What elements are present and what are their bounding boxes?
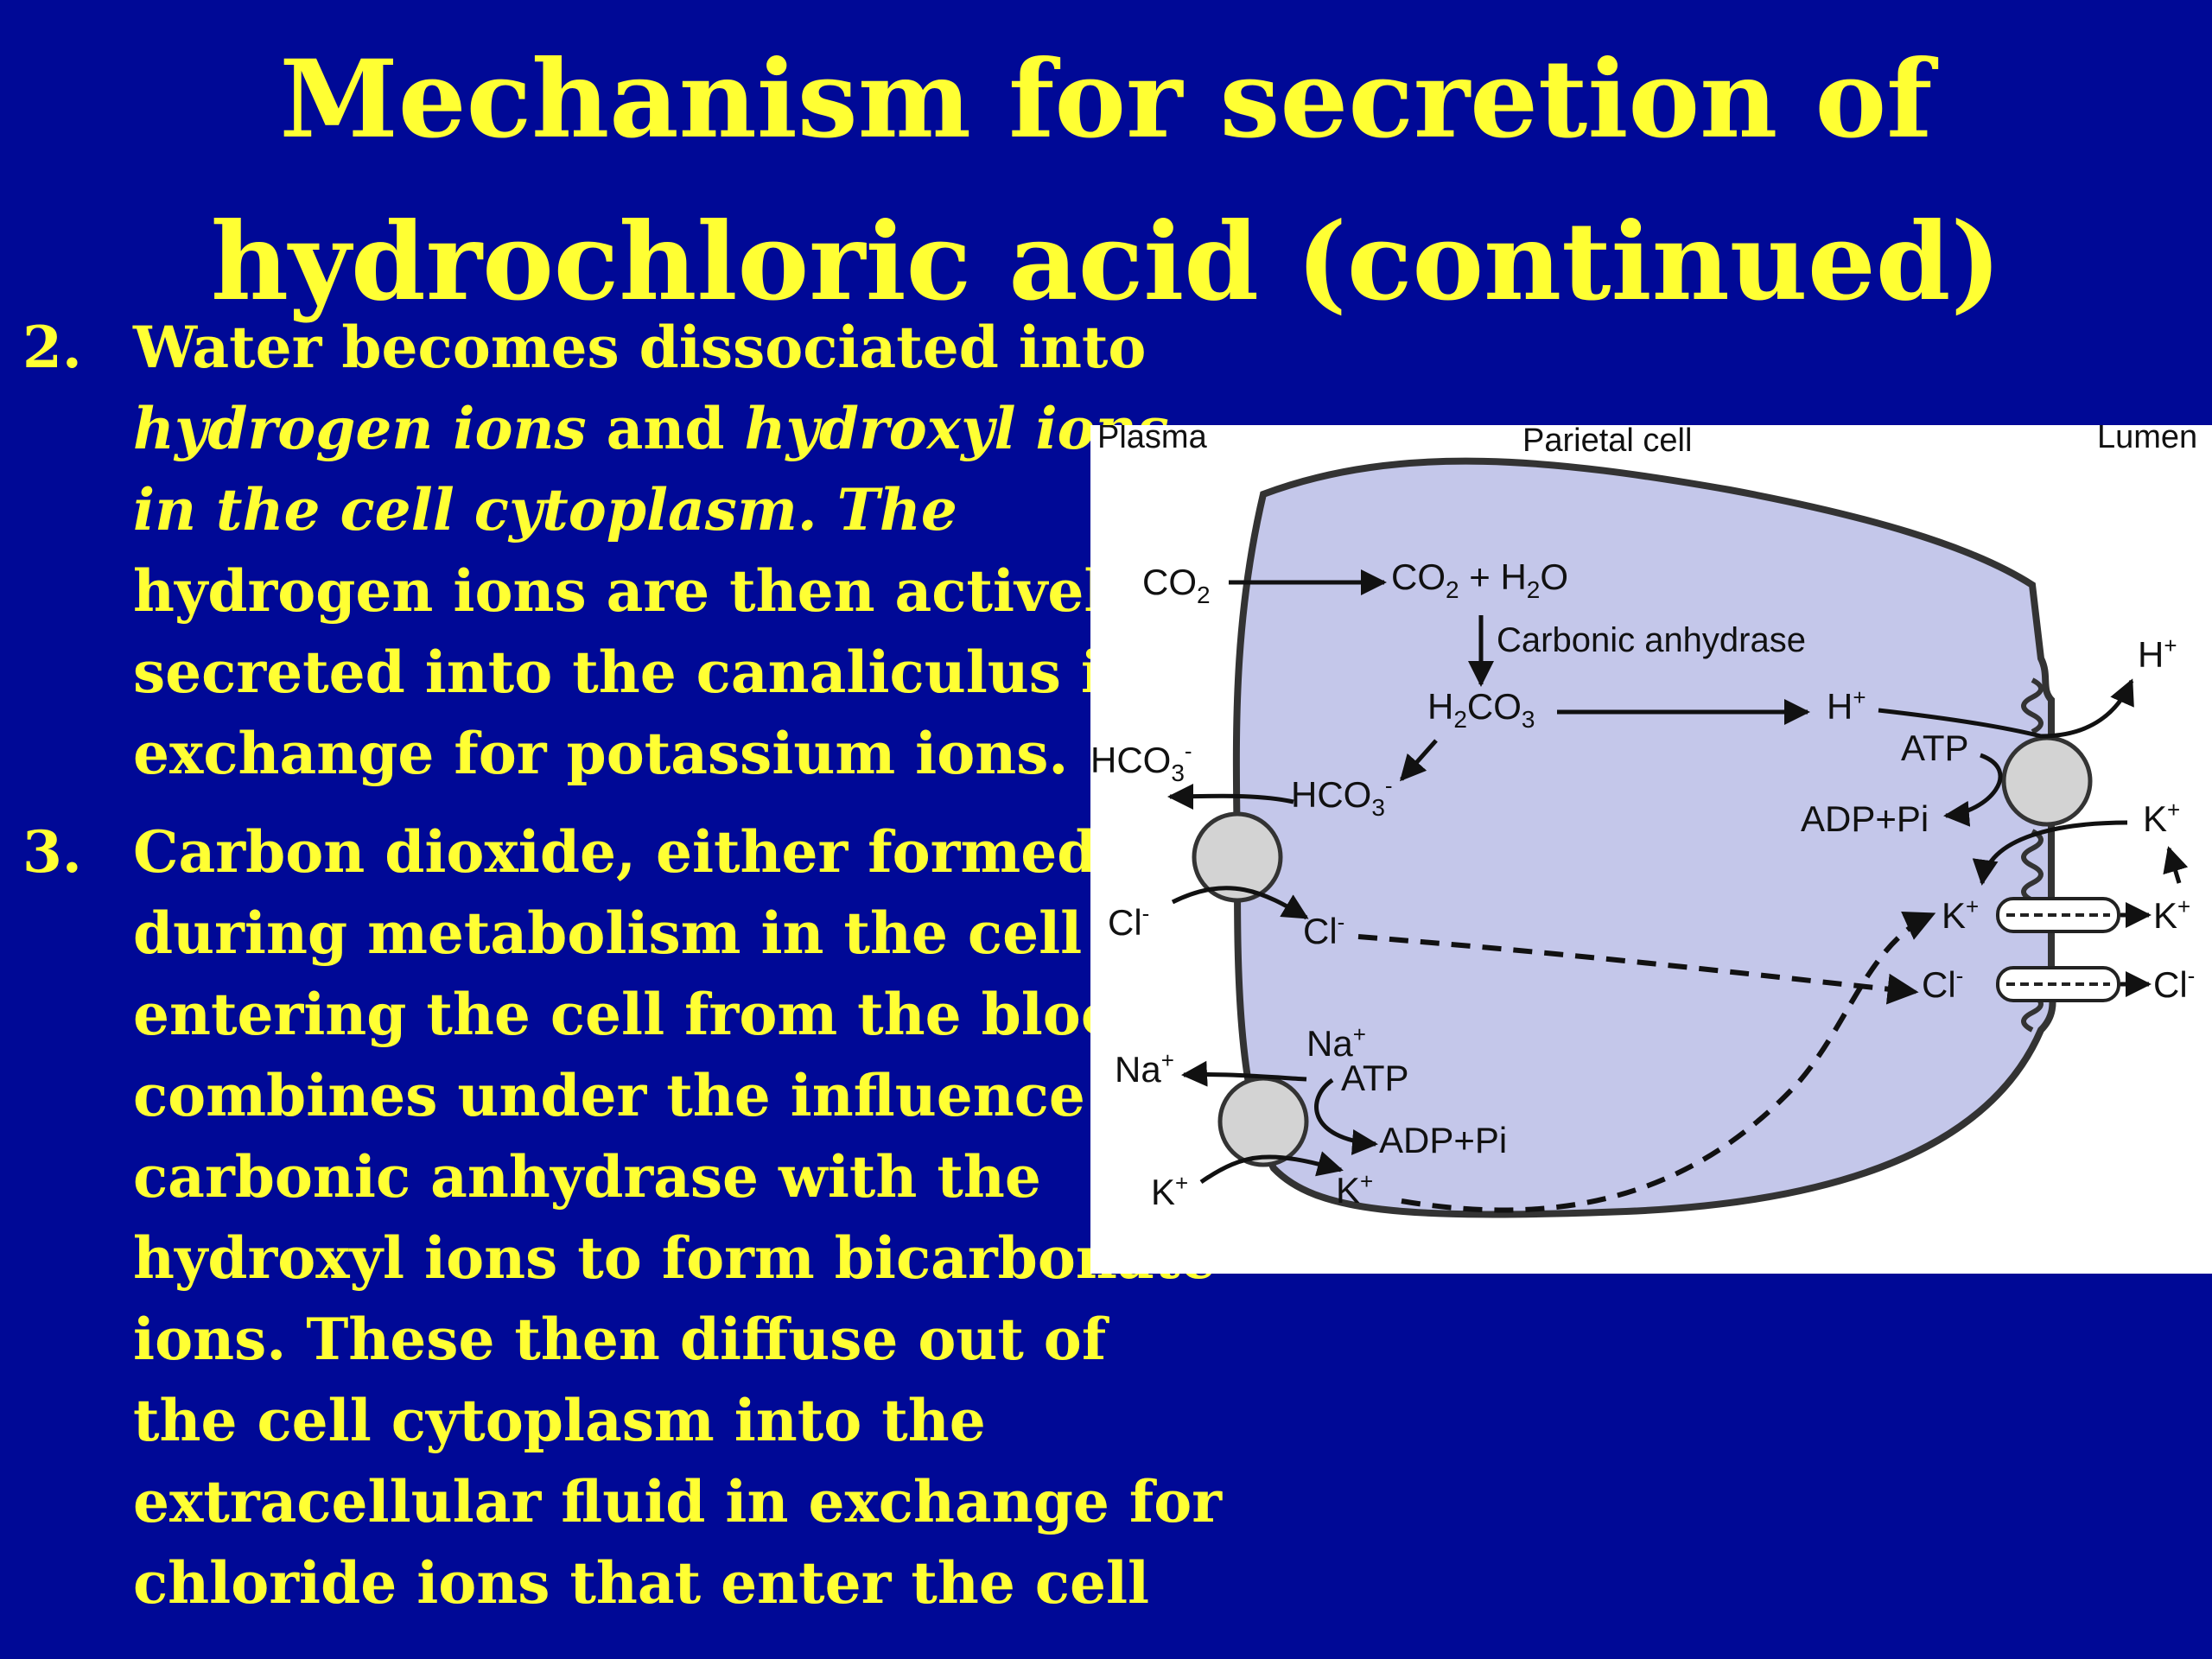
hco3-formation-arrow [1400, 739, 1438, 782]
co2-h2o-label: CO2 + H2O [1391, 556, 1568, 603]
co2-label: CO2 [1142, 562, 1211, 608]
slide-title: Mechanism for secretion of hydrochloric … [0, 19, 2212, 344]
point-line: extracellular fluid in exchange for [133, 1468, 1223, 1535]
k-reabsorption-arrow [1972, 820, 2128, 886]
parietal-cell-diagram: Plasma Parietal cell Lumen CO2 CO2 + H2O… [1090, 425, 2212, 1274]
k-channel [1996, 897, 2120, 933]
point-line: Water becomes dissociated into [133, 314, 1147, 381]
canaliculus-membrane [2021, 677, 2044, 734]
point-text: and [586, 395, 745, 462]
k-plasma-label: K+ [1151, 1170, 1188, 1212]
point-line: the cell cytoplasm into the [133, 1387, 986, 1454]
na-exit-arrow [1181, 1060, 1307, 1087]
point-line: chloride ions that enter the cell [133, 1549, 1150, 1617]
k-recycling-path [1401, 912, 1936, 1213]
point-line: carbonic anhydrase with the [133, 1143, 1041, 1211]
point-line: combines under the influence of [133, 1062, 1168, 1129]
parietal-cell-label: Parietal cell [1522, 425, 1692, 459]
na-k-atpase-pump [1217, 1076, 1309, 1167]
title-line-1: Mechanism for secretion of [279, 37, 1933, 162]
point-line: entering the cell from the blood, [133, 981, 1179, 1048]
atp-hydrolysis-arrow [1943, 753, 2003, 827]
hco3-cell-label: HCO3- [1291, 772, 1393, 821]
na-plasma-label: Na+ [1115, 1047, 1174, 1090]
lumen-label: Lumen [2097, 425, 2197, 455]
hco3-exit-arrow [1167, 783, 1294, 810]
carbonic-anhydrase-label: Carbonic anhydrase [1497, 621, 1806, 659]
k-entry-arrow [1199, 1151, 1344, 1185]
cl-diffusion-path [1357, 934, 1919, 1005]
hco3-plasma-label: HCO3- [1090, 738, 1192, 786]
canaliculus-membrane [2021, 829, 2044, 903]
point-line: hydroxyl ions to form bicarbonate [133, 1224, 1217, 1292]
k-ion-lumen-label: K+ [2143, 797, 2180, 839]
h-k-atpase-pump [2001, 735, 2093, 827]
point-3: 3. Carbon dioxide, either formed during … [22, 811, 1223, 1624]
cl-channel [1996, 966, 2120, 1002]
h2co3-label: H2CO3 [1427, 686, 1535, 733]
title-line-2: hydrochloric acid (continued) [210, 200, 2002, 325]
point-number: 3. [22, 818, 82, 886]
cl-hco3-exchanger [1192, 811, 1283, 903]
k-cell-label: K+ [1336, 1168, 1373, 1211]
point-line: ions. These then diffuse out of [133, 1306, 1107, 1373]
point-line: in the cell cytoplasm. The [133, 476, 957, 543]
point-2: 2. Water becomes dissociated into hydrog… [22, 307, 1169, 794]
diagram-svg: Plasma Parietal cell Lumen CO2 CO2 + H2O… [1090, 425, 2197, 1218]
k-lumen-arrow [2163, 846, 2189, 884]
atp-hydrolysis-left-arrow [1314, 1077, 1378, 1155]
atp-label-basal: ATP [1341, 1058, 1409, 1098]
h-ion-lumen-label: H+ [2138, 632, 2177, 675]
point-number: 2. [22, 314, 82, 381]
slide-body: 2. Water becomes dissociated into hydrog… [22, 307, 1223, 1624]
atp-label-apical: ATP [1901, 728, 1969, 768]
cl-plasma-label: Cl- [1108, 900, 1149, 943]
plasma-label: Plasma [1097, 425, 1208, 455]
k-channel-outer-label: K+ [2153, 893, 2190, 936]
na-cell-label: Na+ [1306, 1021, 1366, 1064]
cl-entry-arrow [1171, 886, 1309, 920]
h-ion-cell-label: H+ [1827, 684, 1866, 727]
point-line: exchange for potassium ions. [133, 720, 1069, 787]
adp-pi-label-basal: ADP+Pi [1379, 1120, 1507, 1160]
emphasis-hydrogen-ions: hydrogen ions [133, 395, 587, 462]
point-line: Carbon dioxide, either formed [133, 818, 1097, 886]
parietal-cell-membrane [1232, 457, 2056, 1218]
cl-channel-outer-label: Cl- [2153, 963, 2195, 1005]
cl-channel-inner-label: Cl- [1922, 963, 1963, 1005]
cl-cell-label: Cl- [1303, 909, 1344, 951]
h-secretion-arrow [1878, 678, 2134, 739]
k-channel-inner-label: K+ [1942, 893, 1979, 936]
point-line: during metabolism in the cell or [133, 899, 1171, 967]
point-line: hydrogen ions and hydroxyl ions [133, 388, 1169, 469]
point-line: secreted into the canaliculus in [133, 639, 1144, 706]
point-line: hydrogen ions are then actively [133, 557, 1139, 625]
adp-pi-label-apical: ADP+Pi [1801, 798, 1929, 839]
